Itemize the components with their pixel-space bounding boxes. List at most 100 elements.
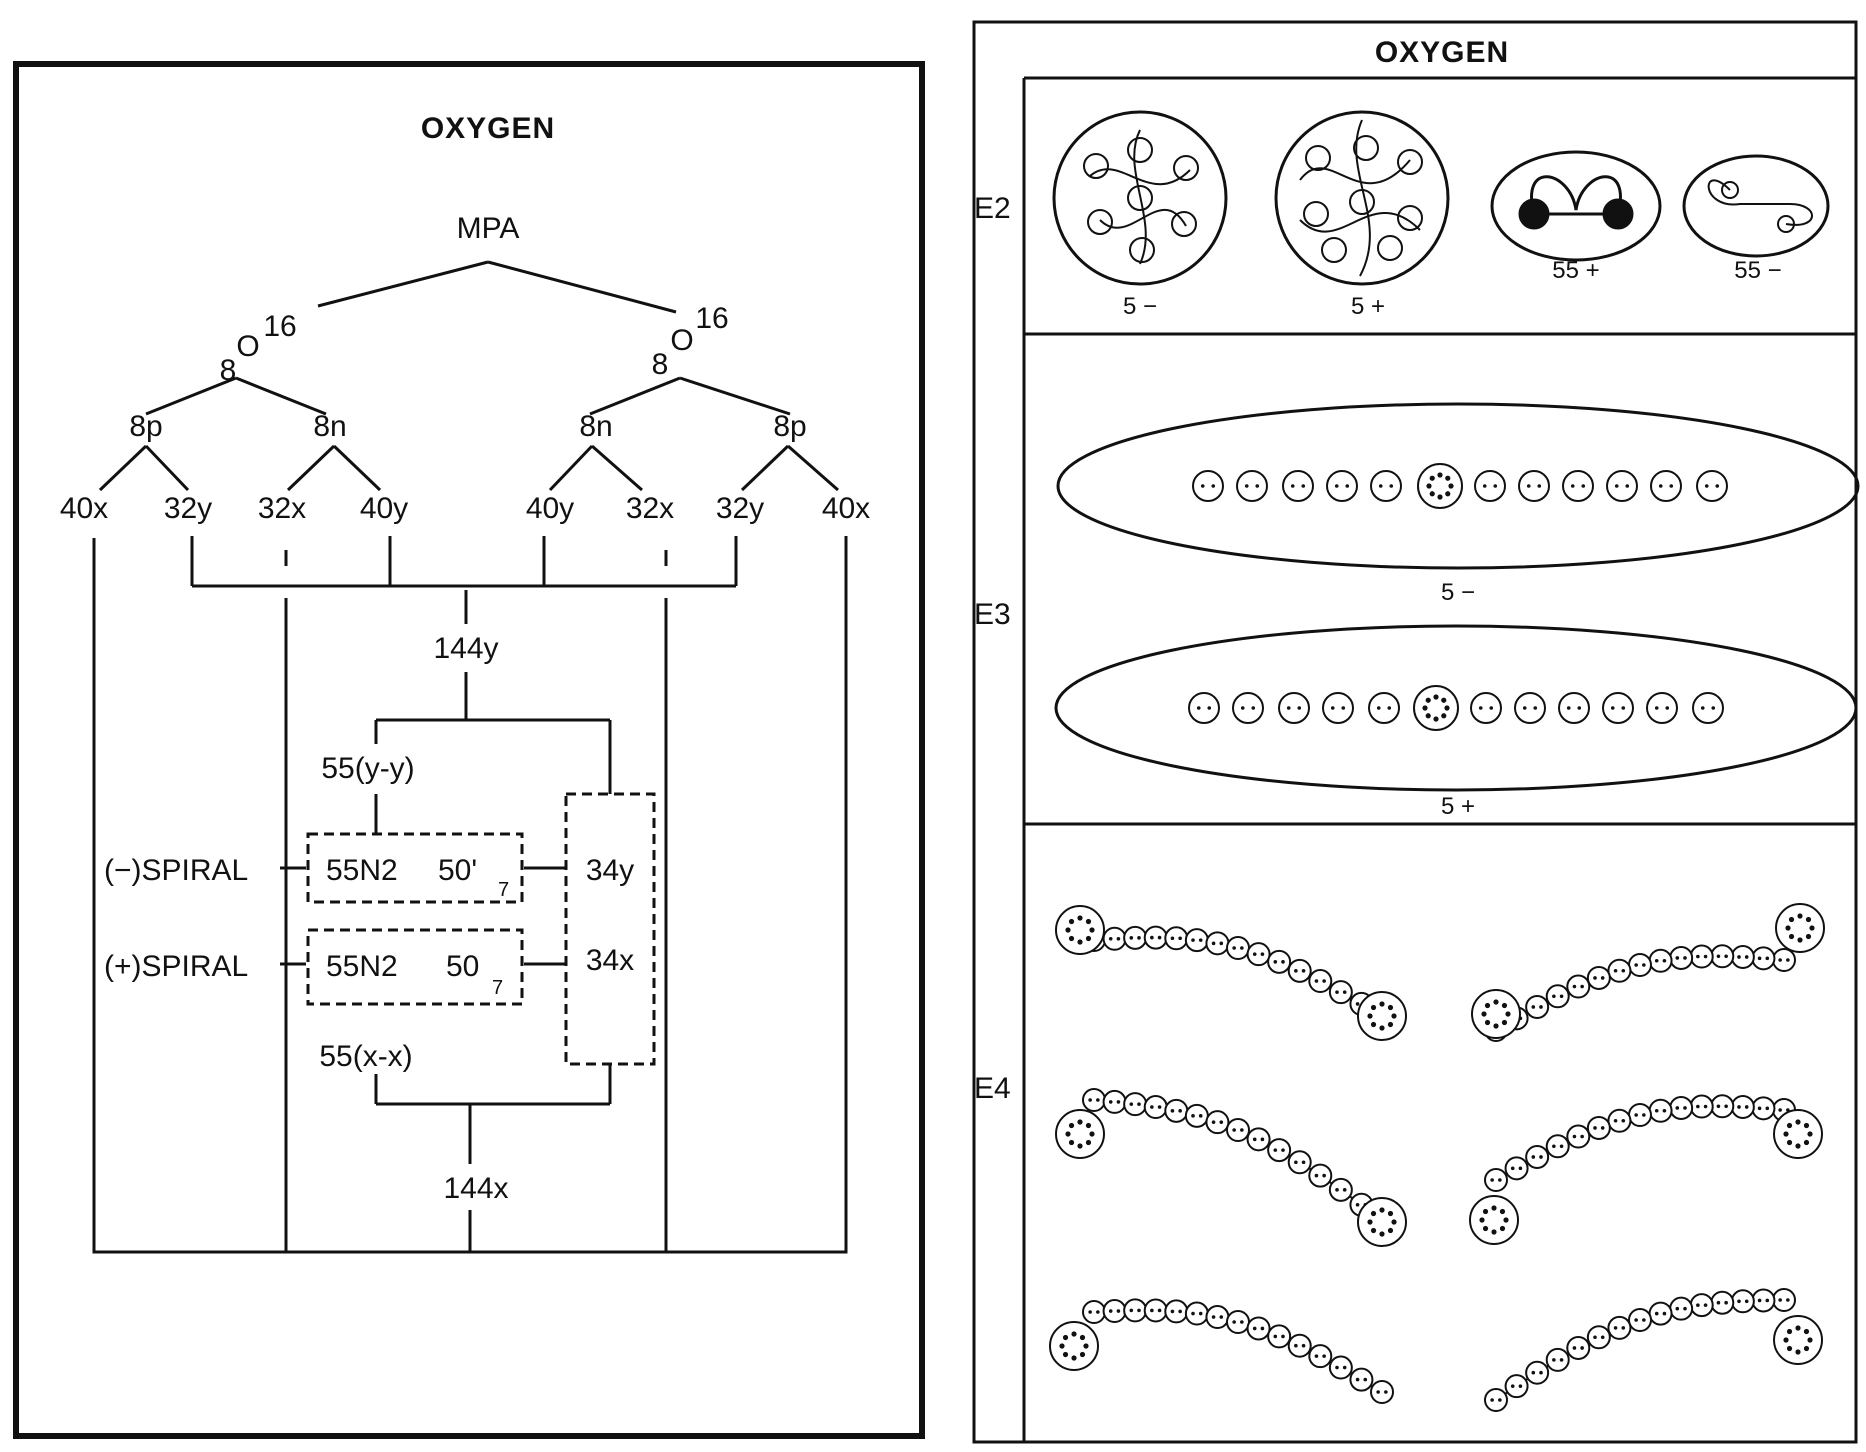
bead-dot [1580, 1346, 1584, 1350]
bead-dot [1425, 697, 1431, 703]
bead-dot [1445, 475, 1451, 481]
bead-dot [1522, 706, 1527, 710]
chain-bead [1689, 1293, 1714, 1318]
bead-dot [1330, 706, 1335, 710]
bead-dot [1077, 915, 1083, 921]
bead-dot [1737, 1105, 1741, 1109]
box-plus-left: 55N2 [326, 950, 398, 983]
bead-dot [1211, 941, 1216, 946]
bead-dot [1559, 1358, 1564, 1362]
bead-dot [1137, 1308, 1141, 1313]
bead-dot [1803, 1122, 1810, 1129]
e2-atom-55-minus-core [1707, 179, 1813, 233]
chain-bead [1308, 969, 1333, 994]
chain-bead [1504, 1156, 1529, 1181]
row-label-e3: E3 [974, 598, 1011, 631]
bead-dot [1675, 1106, 1680, 1110]
chain-bead [1082, 1088, 1106, 1112]
bead-dot [1654, 1311, 1659, 1316]
bead-dot [1290, 484, 1295, 488]
bead-dot [1614, 484, 1619, 488]
chain-bead [1184, 1103, 1209, 1128]
bead [1650, 470, 1682, 502]
bead-dot [1531, 1155, 1536, 1159]
bead-dot [1301, 1343, 1306, 1348]
e3-shell-5-minus [1056, 402, 1860, 570]
bead-dot [1795, 1325, 1801, 1331]
chain-bead [1267, 949, 1292, 974]
bead-dot [1610, 706, 1615, 710]
bead-dot [1437, 494, 1443, 500]
bead [1282, 470, 1314, 502]
chain-bead [1370, 1380, 1394, 1404]
bead-dot [1387, 1227, 1394, 1234]
nucleus-bead [1049, 1321, 1099, 1371]
bead-dot [1219, 1120, 1224, 1124]
bead-dot [1335, 990, 1339, 994]
bead-dot [1621, 706, 1626, 710]
bead-dot [1510, 1166, 1515, 1171]
bead-dot [1493, 999, 1499, 1005]
bead-dot [1765, 1106, 1770, 1111]
bead-dot [1696, 1104, 1700, 1109]
bead-dot [1137, 1102, 1141, 1106]
chain-bead [1143, 1298, 1168, 1323]
chain-bead [1751, 946, 1776, 971]
bead-dot [1613, 968, 1618, 973]
bead-dot [1441, 713, 1447, 719]
bead-dot [1482, 484, 1487, 488]
bead-dot [1286, 706, 1291, 710]
chain-bead [1184, 928, 1209, 953]
bead-dot [1786, 1345, 1793, 1352]
chain-bead [1246, 1316, 1271, 1341]
bead-dot [1491, 1205, 1497, 1211]
chain-bead [1545, 984, 1570, 1009]
chain-bead [1267, 1138, 1292, 1163]
isotope-right-number: 8 [652, 348, 669, 381]
bead-dot [1444, 705, 1450, 711]
bead-dot [1559, 1144, 1564, 1149]
bead-dot [1484, 1019, 1491, 1026]
bead-dot [1071, 1331, 1077, 1337]
pair-top-label: 55(y-y) [321, 752, 414, 785]
chain-bead [1772, 1288, 1796, 1312]
bead-dot [1803, 1345, 1810, 1352]
chain-bead [1566, 974, 1591, 999]
nucleus-bead [1773, 1315, 1823, 1365]
chain-bead [1504, 1374, 1529, 1399]
chain-bead [1226, 936, 1250, 960]
bead-dot [1634, 963, 1638, 967]
bead-dot [1170, 1309, 1175, 1314]
bead-dot [1809, 925, 1815, 931]
bead-dot [1634, 1113, 1638, 1117]
bead [1606, 470, 1638, 502]
bead-dot [1068, 1122, 1075, 1129]
e2-label: 55 − [1734, 257, 1781, 284]
bead-dot [1484, 1002, 1491, 1009]
chain-bead [1689, 1094, 1714, 1119]
bead-dot [1552, 994, 1556, 999]
row-label-e4: E4 [974, 1072, 1011, 1105]
bead-dot [1433, 694, 1439, 700]
bead-dot [1803, 1328, 1810, 1335]
bead-dot [1807, 1131, 1813, 1137]
leaf-label: 40x [60, 492, 108, 525]
chain-bead [1123, 1298, 1148, 1323]
bead-dot [1757, 956, 1762, 961]
bead-dot [1157, 1308, 1162, 1313]
bead-dot [1068, 935, 1075, 942]
bead-dot [1683, 1106, 1687, 1110]
bead-dot [1260, 952, 1265, 956]
chain-bead [1143, 925, 1168, 950]
bead-dot [1251, 706, 1256, 710]
chain-bead [1123, 925, 1148, 950]
bead-dot [1552, 1358, 1556, 1362]
chain-bead [1102, 1299, 1127, 1324]
left-title: OXYGEN [421, 112, 555, 145]
bead-dot [1797, 937, 1803, 943]
bead-dot [1683, 1306, 1687, 1311]
bead-dot [1281, 1148, 1285, 1152]
bead-dot [1085, 1122, 1092, 1129]
bead-dot [1068, 918, 1075, 925]
bead-dot [1593, 976, 1597, 980]
